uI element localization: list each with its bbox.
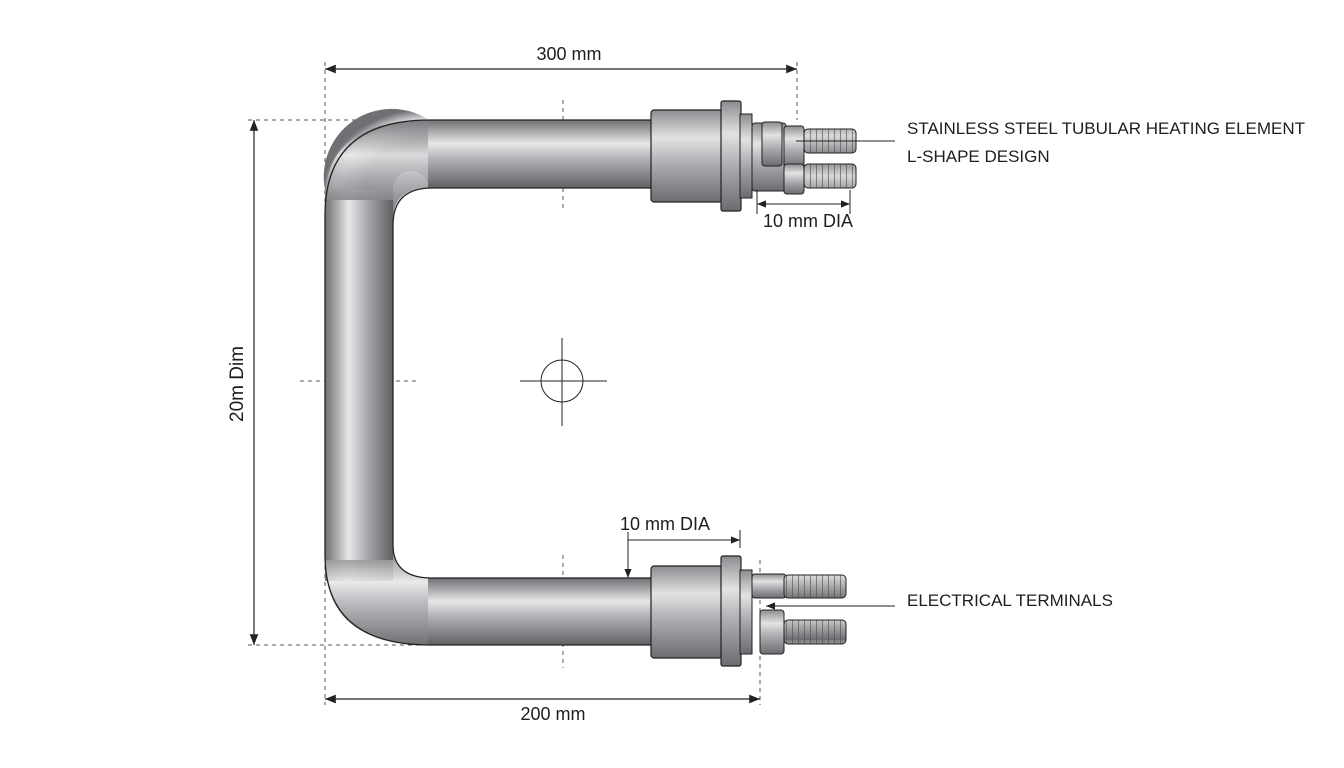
design-callout: L-SHAPE DESIGN [907, 147, 1050, 166]
dimension-top-terminal-dia [756, 190, 851, 214]
top-width-label: 300 mm [536, 44, 601, 64]
top-terminal-dia-label: 10 mm DIA [763, 211, 853, 231]
dimension-bottom-tube-dia [624, 530, 741, 578]
height-label: 20m Dim [227, 346, 248, 422]
bottom-tube-dia-label: 10 mm DIA [620, 514, 710, 534]
top-fitting [650, 100, 857, 212]
bottom-fitting [650, 555, 847, 667]
center-mark-symbol [520, 338, 607, 426]
element-name-callout: STAINLESS STEEL TUBULAR HEATING ELEMENT [907, 119, 1305, 138]
heating-tube [323, 108, 653, 646]
terminals-callout: ELECTRICAL TERMINALS [907, 591, 1113, 610]
bottom-width-label: 200 mm [520, 704, 585, 724]
